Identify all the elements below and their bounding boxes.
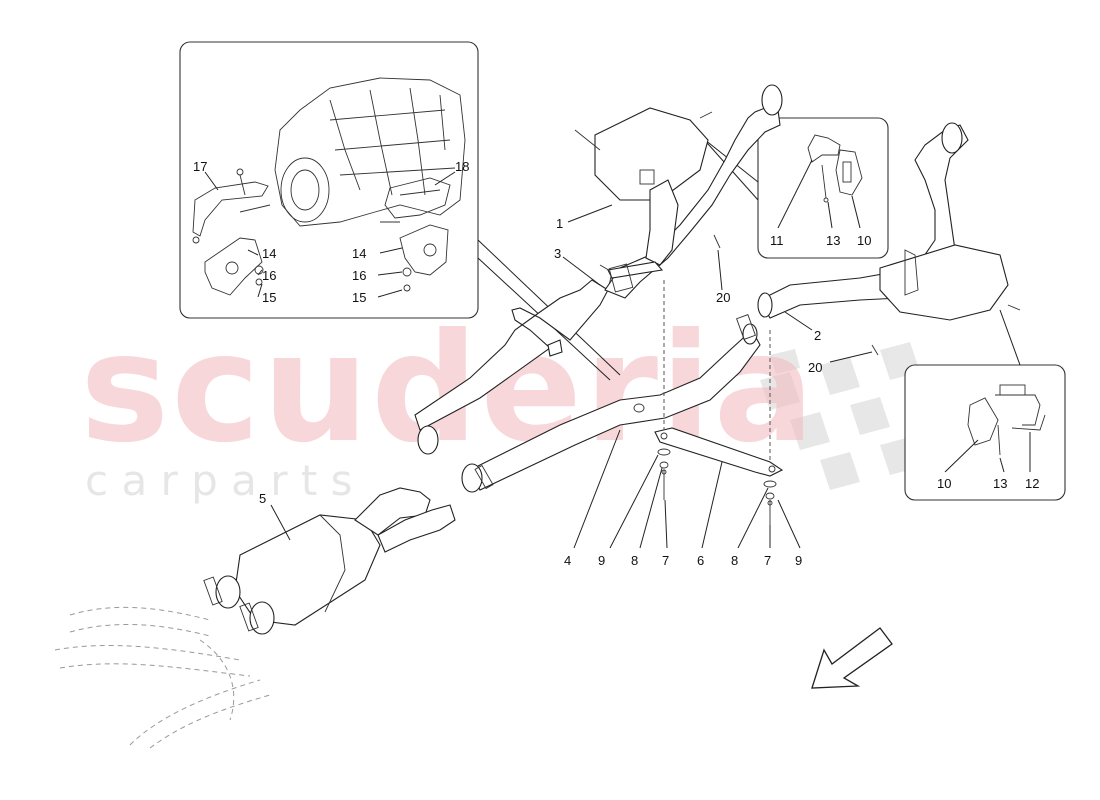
callout-4: 4 bbox=[564, 553, 571, 568]
callout-9-left: 9 bbox=[598, 553, 605, 568]
callout-16-right: 16 bbox=[352, 268, 366, 283]
callout-3: 3 bbox=[554, 246, 561, 261]
callout-9-right: 9 bbox=[795, 553, 802, 568]
callout-7-left: 7 bbox=[662, 553, 669, 568]
clamps bbox=[608, 169, 756, 340]
inset-gearbox-mount: 17 18 14 16 15 14 16 15 bbox=[179, 41, 479, 319]
callout-11: 11 bbox=[770, 233, 784, 248]
callout-13-top: 13 bbox=[826, 233, 840, 248]
callout-7-right: 7 bbox=[764, 553, 771, 568]
inset-hanger-top: 11 13 10 bbox=[689, 117, 889, 259]
rear-silencer-right bbox=[757, 122, 1021, 321]
callout-2: 2 bbox=[814, 328, 821, 343]
main-leaders bbox=[270, 204, 873, 549]
callout-8-right: 8 bbox=[731, 553, 738, 568]
callout-12: 12 bbox=[1025, 476, 1039, 491]
callout-20-lower: 20 bbox=[808, 360, 822, 375]
front-silencer bbox=[203, 487, 456, 635]
intermediate-pipe-left bbox=[414, 264, 613, 455]
main-callouts: 1 2 3 4 5 9 8 7 6 8 7 9 20 20 bbox=[259, 216, 822, 568]
callout-10-bottom: 10 bbox=[937, 476, 951, 491]
crossmember bbox=[654, 427, 784, 477]
callout-15-left: 15 bbox=[262, 290, 276, 305]
callout-15-right: 15 bbox=[352, 290, 366, 305]
front-pipes-ghost bbox=[54, 606, 271, 749]
rear-silencer-left bbox=[574, 84, 783, 299]
callout-14-right: 14 bbox=[352, 246, 366, 261]
callout-10-top: 10 bbox=[857, 233, 871, 248]
callout-14-left: 14 bbox=[262, 246, 276, 261]
callout-13-bottom: 13 bbox=[993, 476, 1007, 491]
inset-hanger-bottom: 10 13 12 bbox=[904, 309, 1066, 501]
callout-8-left: 8 bbox=[631, 553, 638, 568]
callout-20-upper: 20 bbox=[716, 290, 730, 305]
callout-18: 18 bbox=[455, 159, 469, 174]
watermark-tagline: c a r p a r t s bbox=[85, 456, 353, 505]
callout-5: 5 bbox=[259, 491, 266, 506]
fastener-stack-left bbox=[657, 280, 671, 500]
callout-17: 17 bbox=[193, 159, 207, 174]
fastener-stack-right bbox=[763, 330, 777, 525]
callout-16-left: 16 bbox=[262, 268, 276, 283]
callout-1: 1 bbox=[556, 216, 563, 231]
direction-arrow-icon bbox=[811, 627, 893, 689]
callout-6: 6 bbox=[697, 553, 704, 568]
